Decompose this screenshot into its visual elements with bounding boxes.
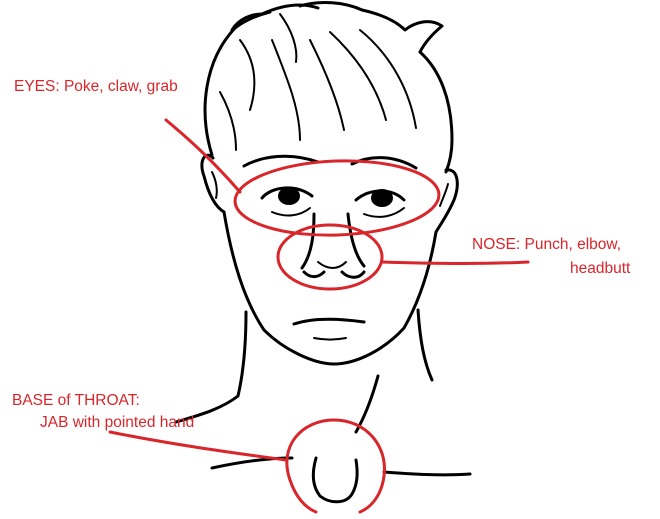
throat-annotation-label: BASE of THROAT: [12, 392, 140, 409]
nose-leader-line [380, 260, 530, 265]
nose-annotation-label-line2: headbutt [570, 260, 631, 277]
nose-target-ellipse [276, 223, 384, 291]
mouth-drawing [292, 317, 366, 341]
nose-annotation-label: NOSE: Punch, elbow, [472, 236, 622, 253]
nose-drawing [300, 212, 366, 279]
eyes-annotation-label: EYES: Poke, claw, grab [14, 78, 178, 95]
neck-and-shoulders [174, 308, 472, 504]
eyes-target-marker [164, 118, 441, 237]
throat-target-marker [108, 418, 386, 514]
throat-target-ellipse [285, 418, 386, 514]
nose-target-marker [276, 223, 530, 291]
throat-annotation-label-line2: JAB with pointed hand [40, 414, 195, 431]
hair-drawing [203, 1, 454, 174]
eyes-leader-line [164, 118, 242, 194]
eyes-drawing [260, 186, 406, 218]
eyes-target-ellipse [233, 159, 441, 237]
throat-leader-line [108, 430, 288, 462]
